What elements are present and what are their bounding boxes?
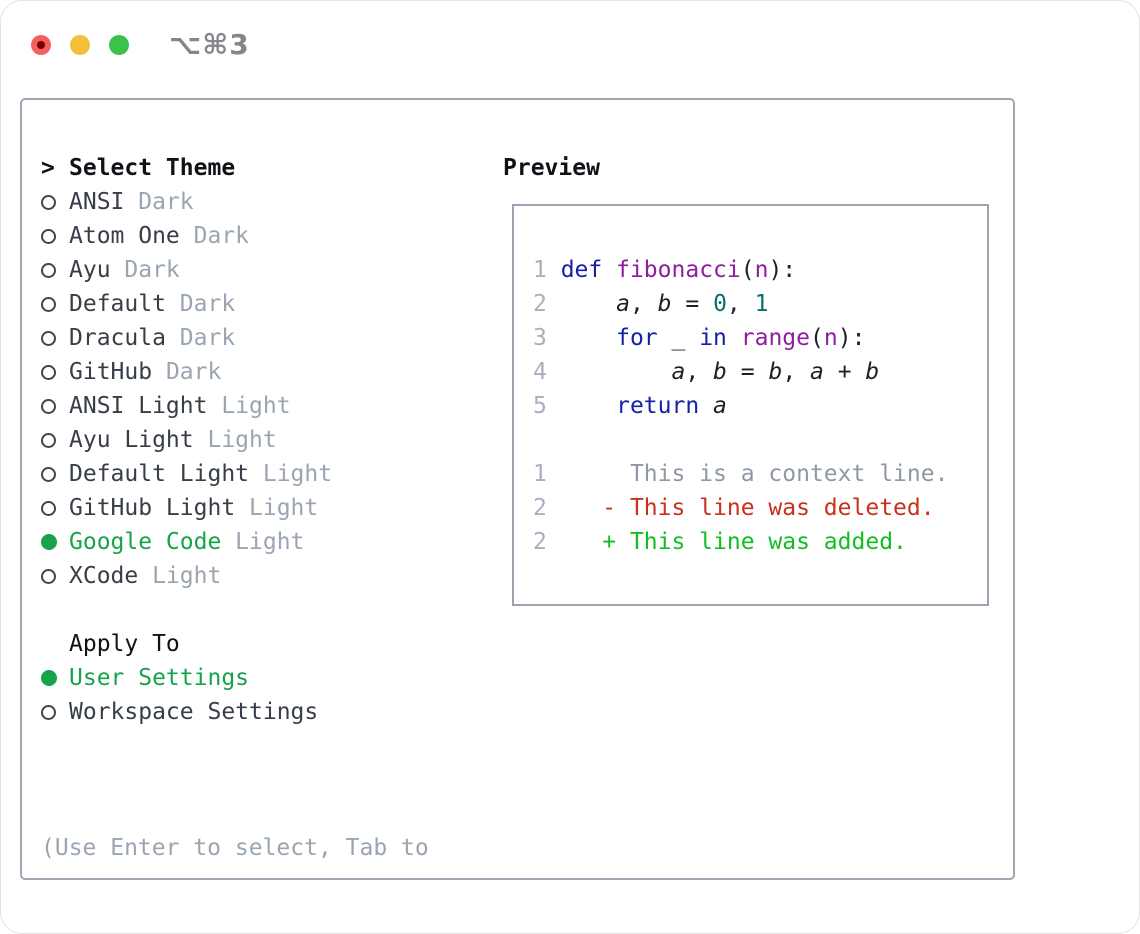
- theme-variant: Light: [235, 529, 305, 555]
- apply-to-header: Apply To: [41, 627, 429, 661]
- radio-icon: [41, 670, 57, 686]
- radio-icon: [41, 432, 56, 448]
- theme-option-default[interactable]: Default Dark: [41, 287, 429, 321]
- preview-area: Preview 1 def fibonacci(n): 2 a, b = 0, 1…: [503, 151, 989, 606]
- theme-variant: Light: [221, 393, 291, 419]
- theme-name: Default: [69, 291, 166, 317]
- theme-name: GitHub: [69, 359, 153, 385]
- radio-icon: [41, 296, 56, 312]
- window-title: ⌥⌘3: [169, 28, 250, 61]
- radio-icon: [41, 534, 57, 550]
- cursor-icon: >: [41, 155, 55, 181]
- theme-name: Google Code: [69, 529, 222, 555]
- theme-option-atom-one[interactable]: Atom One Dark: [41, 219, 429, 253]
- preview-code-line: 2 - This line was deleted.: [533, 495, 935, 521]
- radio-icon: [41, 704, 56, 720]
- close-dot-icon: [37, 40, 45, 49]
- apply-option-name: User Settings: [69, 665, 250, 691]
- radio-icon: [41, 500, 56, 516]
- spacer: [41, 729, 429, 763]
- close-button[interactable]: [31, 34, 51, 55]
- apply-option-workspace-settings[interactable]: Workspace Settings: [41, 695, 429, 729]
- preview-code-line: 1 This is a context line.: [533, 461, 949, 487]
- apply-to-options-list: User Settings Workspace Settings: [41, 661, 429, 729]
- preview-box: 1 def fibonacci(n): 2 a, b = 0, 1 3 for _ …: [512, 204, 989, 606]
- preview-label: Preview: [503, 155, 600, 181]
- radio-icon: [41, 568, 56, 584]
- maximize-button[interactable]: [109, 34, 129, 55]
- help-line-1: (Use Enter to select, Tab to: [41, 835, 429, 861]
- theme-name: Ayu Light: [69, 427, 194, 453]
- theme-option-xcode[interactable]: XCode Light: [41, 559, 429, 593]
- theme-variant: Dark: [193, 223, 250, 249]
- radio-icon: [41, 330, 56, 346]
- theme-option-github-light[interactable]: GitHub Light Light: [41, 491, 429, 525]
- theme-name: ANSI: [69, 189, 125, 215]
- preview-code-line: 5 return a: [533, 393, 727, 419]
- theme-option-dracula[interactable]: Dracula Dark: [41, 321, 429, 355]
- theme-name: Ayu: [69, 257, 111, 283]
- preview-code-line: 1 def fibonacci(n):: [533, 257, 797, 283]
- apply-to-label: Apply To: [69, 631, 180, 657]
- apply-option-user-settings[interactable]: User Settings: [41, 661, 429, 695]
- theme-option-ansi-light[interactable]: ANSI Light Light: [41, 389, 429, 423]
- spacer: [41, 593, 429, 627]
- theme-name: GitHub Light: [69, 495, 236, 521]
- theme-option-default-light[interactable]: Default Light Light: [41, 457, 429, 491]
- select-theme-label: Select Theme: [69, 155, 236, 181]
- theme-name: XCode: [69, 563, 139, 589]
- preview-code-line: [533, 423, 987, 457]
- preview-code-line: 4 a, b = b, a + b: [533, 359, 880, 385]
- radio-icon: [41, 398, 56, 414]
- theme-option-ansi[interactable]: ANSI Dark: [41, 185, 429, 219]
- preview-code: 1 def fibonacci(n): 2 a, b = 0, 1 3 for _ …: [533, 253, 987, 559]
- radio-icon: [41, 262, 56, 278]
- help-text: (Use Enter to select, Tab to change focu…: [41, 763, 429, 933]
- theme-variant: Dark: [138, 189, 194, 215]
- theme-name: Atom One: [69, 223, 180, 249]
- theme-option-github[interactable]: GitHub Dark: [41, 355, 429, 389]
- preview-code-line: 2 a, b = 0, 1: [533, 291, 769, 317]
- radio-icon: [41, 466, 56, 482]
- theme-variant: Light: [249, 495, 319, 521]
- preview-code-line: 3 for _ in range(n):: [533, 325, 866, 351]
- theme-option-google-code[interactable]: Google Code Light: [41, 525, 429, 559]
- theme-option-ayu-light[interactable]: Ayu Light Light: [41, 423, 429, 457]
- radio-icon: [41, 228, 56, 244]
- theme-variant: Light: [262, 461, 333, 487]
- theme-variant: Dark: [124, 257, 180, 283]
- apply-option-name: Workspace Settings: [69, 699, 319, 725]
- theme-name: ANSI Light: [69, 393, 208, 419]
- titlebar: ⌥⌘3: [31, 28, 250, 61]
- radio-icon: [41, 364, 56, 380]
- theme-variant: Dark: [179, 325, 236, 351]
- theme-variant: Dark: [179, 291, 236, 317]
- radio-icon: [41, 194, 56, 210]
- select-theme-header: > Select Theme: [41, 151, 429, 185]
- theme-name: Dracula: [69, 325, 166, 351]
- theme-name: Default Light: [69, 461, 250, 487]
- theme-variant: Dark: [165, 359, 222, 385]
- theme-option-ayu[interactable]: Ayu Dark: [41, 253, 429, 287]
- theme-variant: Light: [152, 563, 222, 589]
- preview-code-line: 2 + This line was added.: [533, 529, 907, 555]
- theme-variant: Light: [207, 427, 277, 453]
- minimize-button[interactable]: [70, 34, 90, 55]
